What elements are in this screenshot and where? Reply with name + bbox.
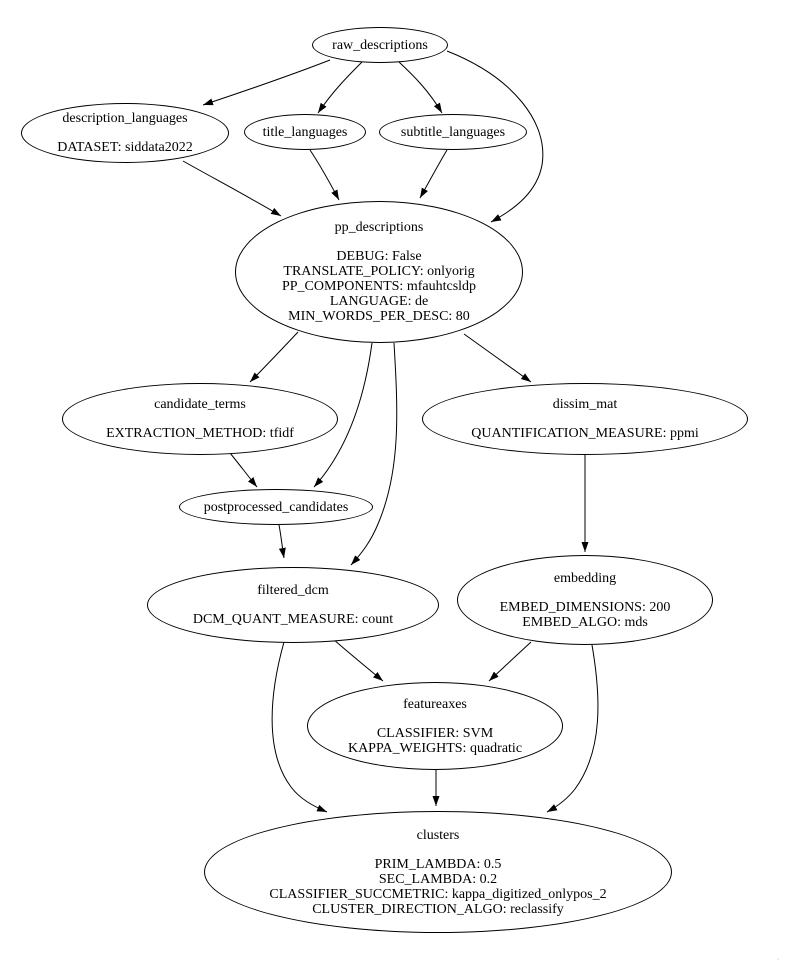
node-title: subtitle_languages <box>400 124 506 140</box>
node-title: filtered_dcm <box>257 583 329 598</box>
node-title: pp_descriptions <box>334 220 424 235</box>
edge-pp_descriptions-to-candidate_terms <box>249 331 299 383</box>
edge-pp_descriptions-to-filtered_dcm <box>350 342 398 566</box>
edge-candidate_terms-to-postprocessed_candidates <box>229 452 258 488</box>
edge-raw_descriptions-to-pp_descriptions <box>446 50 544 223</box>
node-title: raw_descriptions <box>332 37 428 53</box>
edge-pp_descriptions-to-dissim_mat <box>463 333 532 383</box>
node-param: SEC_LAMBDA: 0.2 <box>378 871 498 887</box>
node-param: LANGUAGE: de <box>329 294 429 309</box>
node-title: postprocessed_candidates <box>203 499 349 515</box>
edge-embedding-to-clusters <box>546 644 599 813</box>
edge-raw_descriptions-to-description_languages <box>202 59 331 106</box>
node-param: MIN_WORDS_PER_DESC: 80 <box>288 309 470 324</box>
edge-featureaxes-to-clusters <box>271 641 328 813</box>
node-param: DCM_QUANT_MEASURE: count <box>192 612 394 627</box>
edge-title_languages-to-pp_descriptions <box>309 149 340 201</box>
node-param: PP_COMPONENTS: mfauhtcsldp <box>281 279 477 294</box>
node-param: EMBED_ALGO: mds <box>522 614 648 630</box>
node-title: embedding <box>553 570 617 586</box>
node-param: TRANSLATE_POLICY: onlyorig <box>283 264 475 279</box>
node-param: CLASSIFIER: SVM <box>376 725 494 741</box>
node-param: EMBED_DIMENSIONS: 200 <box>499 599 671 615</box>
node-title: description_languages <box>62 111 188 126</box>
node-param: PRIM_LAMBDA: 0.5 <box>374 856 502 872</box>
edge-filtered_dcm-to-featureaxes <box>332 638 384 682</box>
corner-artifact-mark: · <box>777 957 779 963</box>
edge-embedding-to-featureaxes <box>488 641 532 682</box>
node-title: dissim_mat <box>552 397 618 412</box>
node-param: CLASSIFIER_SUCCMETRIC: kappa_digitized_o… <box>269 886 607 902</box>
node-param: DEBUG: False <box>336 249 422 264</box>
edge-raw_descriptions-to-subtitle_languages <box>398 61 443 114</box>
node-param: QUANTIFICATION_MEASURE: ppmi <box>471 426 699 441</box>
node-title: clusters <box>416 827 460 843</box>
node-subtitle_languages: subtitle_languages <box>379 114 527 150</box>
node-title: featureaxes <box>403 696 467 712</box>
edge-description_languages-to-pp_descriptions <box>182 160 282 217</box>
node-title: candidate_terms <box>154 397 246 412</box>
node-title_languages: title_languages <box>244 114 366 150</box>
node-raw_descriptions: raw_descriptions <box>312 27 448 63</box>
node-postprocessed_candidates: postprocessed_candidates <box>179 489 373 525</box>
node-param: DATASET: siddata2022 <box>57 140 193 155</box>
edge-postprocessed_candidates-to-filtered_dcm <box>278 524 286 559</box>
node-param: KAPPA_WEIGHTS: quadratic <box>347 740 523 756</box>
edge-group <box>182 50 599 813</box>
node-param: EXTRACTION_METHOD: tfidf <box>106 426 294 441</box>
edge-raw_descriptions-to-title_languages <box>317 61 363 114</box>
edge-pp_descriptions-to-postprocessed_candidates <box>313 342 373 488</box>
node-param: CLUSTER_DIRECTION_ALGO: reclassify <box>312 901 564 917</box>
edge-subtitle_languages-to-pp_descriptions <box>419 149 448 199</box>
node-title: title_languages <box>262 124 348 140</box>
